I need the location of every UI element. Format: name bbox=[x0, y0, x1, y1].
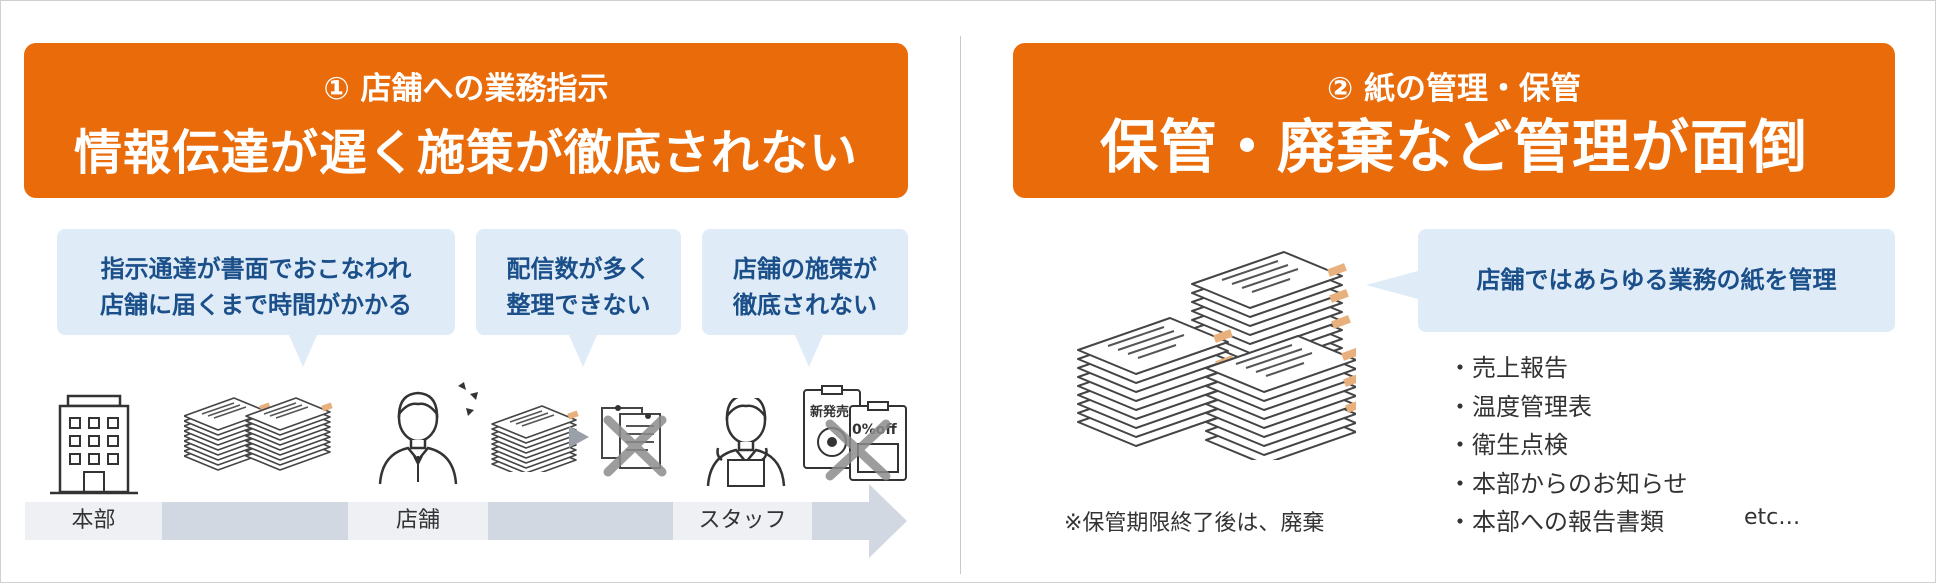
list-item: ・本部への報告書類 bbox=[1448, 508, 1664, 536]
office-building-icon bbox=[50, 394, 138, 495]
flow-segment bbox=[488, 502, 673, 540]
bubble-line: 指示通達が書面でおこなわれ bbox=[100, 255, 412, 283]
flow-label-hq: 本部 bbox=[71, 508, 116, 533]
flow-segment-staff bbox=[673, 502, 812, 540]
right-panel-subtitle: ② 紙の管理・保管 bbox=[1326, 71, 1582, 107]
bubble-line: 配信数が多く bbox=[506, 255, 651, 283]
bubble-line: 徹底されない bbox=[733, 291, 877, 319]
bubble-text: 店舗ではあらゆる業務の紙を管理 bbox=[1476, 266, 1837, 294]
bubble-tail bbox=[1366, 271, 1418, 299]
bubble-line: 整理できない bbox=[506, 291, 651, 319]
flow-arrow-head bbox=[869, 484, 907, 558]
left-panel-subtitle: ① 店舗への業務指示 bbox=[323, 71, 609, 107]
flow-segment bbox=[162, 502, 348, 540]
flyer-and-coupon-icon: 新発売 0%off bbox=[803, 385, 907, 481]
left-panel-title: 情報伝達が遅く施策が徹底されない bbox=[73, 125, 858, 181]
speech-bubble-too-many: 配信数が多く 整理できない bbox=[476, 229, 681, 367]
store-staff-person-icon bbox=[378, 382, 478, 486]
bubble-tail bbox=[795, 335, 823, 367]
flow-segment-store bbox=[348, 502, 488, 540]
flyer-text: 新発売 bbox=[810, 404, 849, 420]
panel-divider bbox=[960, 36, 961, 574]
speech-bubble-written-instructions: 指示通達が書面でおこなわれ 店舗に届くまで時間がかかる bbox=[57, 229, 455, 367]
bubble-line: 店舗に届くまで時間がかかる bbox=[100, 291, 412, 319]
crossed-out-documents-icon bbox=[601, 405, 667, 477]
list-item: ・本部からのお知らせ bbox=[1448, 469, 1688, 498]
speech-bubble-paper-management: 店舗ではあらゆる業務の紙を管理 bbox=[1366, 229, 1895, 332]
left-panel-header: ① 店舗への業務指示 情報伝達が遅く施策が徹底されない bbox=[24, 43, 908, 198]
bubble-line: 店舗の施策が bbox=[733, 255, 877, 283]
list-item: ・売上報告 bbox=[1448, 354, 1568, 382]
right-panel-title: 保管・廃棄など管理が面倒 bbox=[1099, 113, 1808, 181]
bubble-tail bbox=[569, 335, 597, 367]
right-panel-header: ② 紙の管理・保管 保管・廃棄など管理が面倒 bbox=[1013, 43, 1895, 198]
flow-label-staff: スタッフ bbox=[698, 508, 787, 533]
bubble-tail bbox=[289, 335, 317, 367]
list-item: ・衛生点検 bbox=[1448, 431, 1568, 459]
paper-types-list: ・売上報告 ・温度管理表 ・衛生点検 ・本部からのお知らせ ・本部への報告書類 bbox=[1448, 349, 1688, 542]
document-stack-icon bbox=[184, 396, 336, 482]
paper-piles-icon bbox=[1076, 250, 1356, 460]
staff-person-icon bbox=[706, 398, 786, 488]
flow-segment bbox=[812, 502, 870, 540]
disposal-note: ※保管期限終了後は、廃棄 bbox=[1064, 511, 1325, 536]
forward-arrow-icon bbox=[569, 426, 589, 448]
flow-segment-hq bbox=[25, 502, 162, 540]
flow-label-store: 店舗 bbox=[395, 508, 440, 533]
etc-label: etc… bbox=[1744, 505, 1801, 530]
speech-bubble-not-thorough: 店舗の施策が 徹底されない bbox=[702, 229, 908, 367]
list-item: ・温度管理表 bbox=[1448, 392, 1592, 421]
